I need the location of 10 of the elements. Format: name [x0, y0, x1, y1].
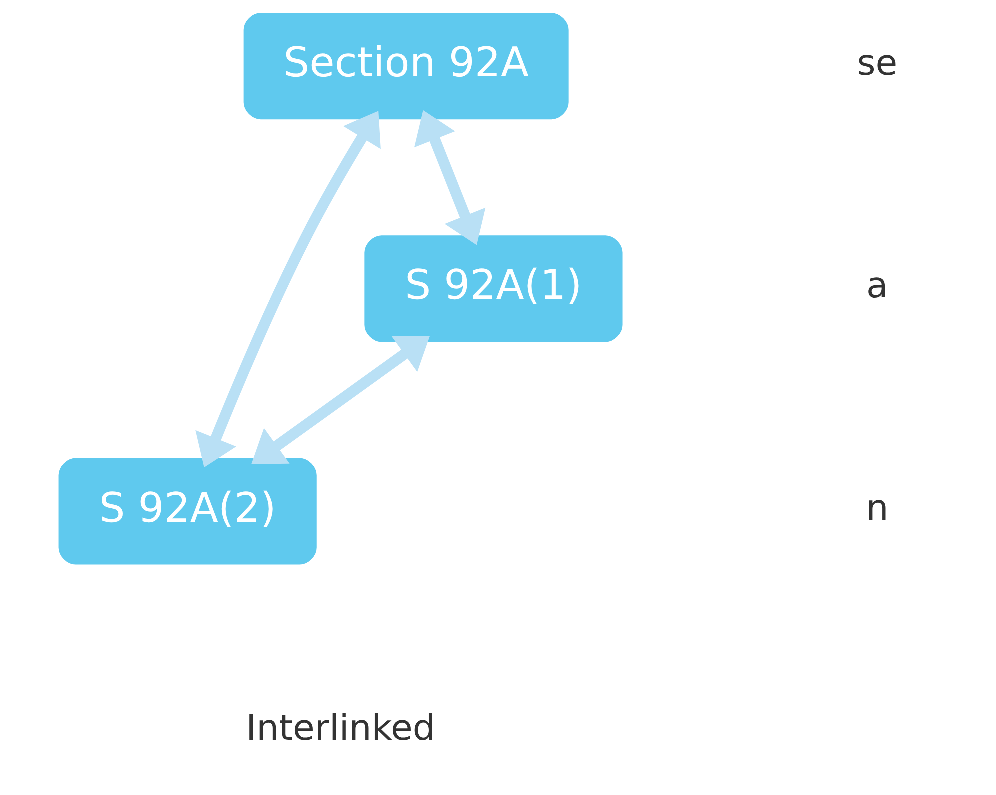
node-box: S 92A(2) — [58, 458, 316, 565]
arrow — [195, 111, 380, 468]
label: se — [856, 42, 898, 84]
node-box: Section 92A — [243, 13, 568, 120]
arrow — [251, 336, 430, 464]
node-box: S 92A(1) — [364, 236, 622, 342]
label: a — [866, 266, 888, 307]
label: n — [866, 488, 888, 530]
label: Interlinked — [246, 708, 435, 749]
arrow — [414, 110, 486, 246]
